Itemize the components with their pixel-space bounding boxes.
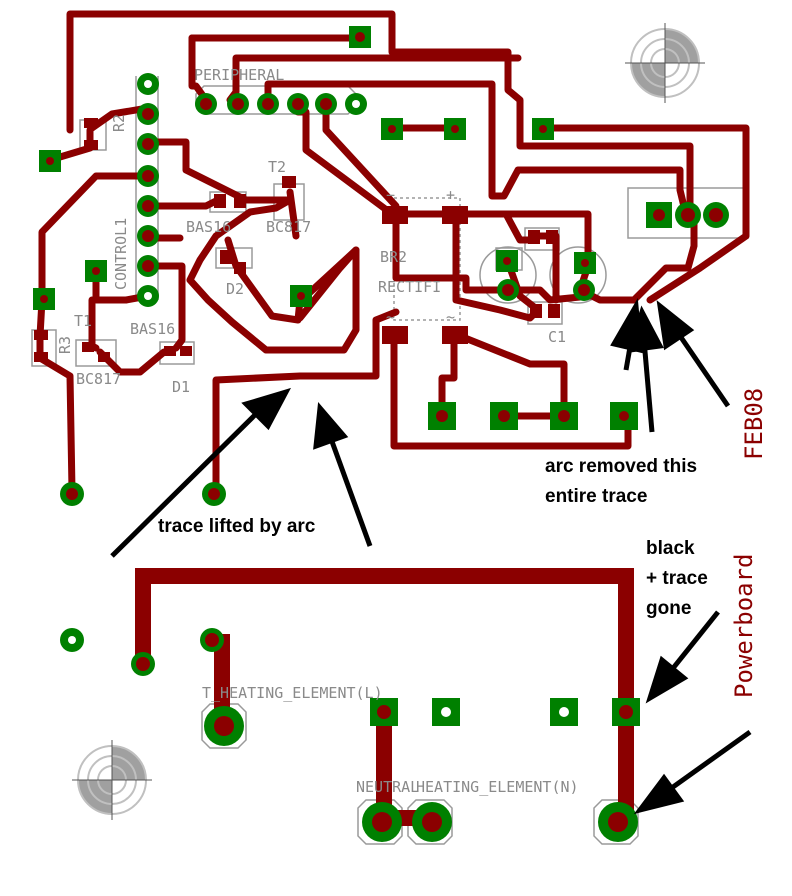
- label-ac2: ~: [446, 308, 455, 326]
- label-ac1: ~: [386, 308, 395, 326]
- label-t2: T2: [268, 158, 286, 176]
- label-d1: D1: [172, 378, 190, 396]
- label-d2: D2: [226, 280, 244, 298]
- label-rectifier: RECTIFI: [378, 278, 441, 296]
- board-label-feb08: FEB08: [740, 388, 768, 460]
- pads-bottom: [60, 628, 640, 842]
- arrow-icon: [633, 729, 752, 815]
- pads-top: [33, 26, 729, 506]
- silkscreen-labels: PERIPHERAL CONTROL1 R2 R3 T1 T2 BAS16 BA…: [56, 66, 579, 796]
- arrow-icon: [626, 305, 664, 433]
- label-heating-n: HEATING_ELEMENT(N): [416, 778, 579, 796]
- label-r3: R3: [56, 336, 74, 354]
- label-bc817-2: BC817: [266, 218, 311, 236]
- label-bas1: BAS16: [130, 320, 175, 338]
- label-t1: T1: [74, 312, 92, 330]
- label-bc817-1: BC817: [76, 370, 121, 388]
- arrow-icon: [110, 387, 292, 558]
- label-heating-l: T_HEATING_ELEMENT(L): [202, 684, 383, 702]
- annotation-black-2: + trace: [646, 568, 708, 589]
- label-peripheral: PERIPHERAL: [194, 66, 284, 84]
- annotation-removed-2: entire trace: [545, 486, 647, 507]
- arrow-icon: [656, 300, 731, 408]
- label-br2: BR2: [380, 248, 407, 266]
- label-r2: R2: [110, 114, 128, 132]
- label-c1: C1: [548, 328, 566, 346]
- fiducial-icon: [625, 23, 705, 103]
- arrow-icon: [645, 610, 720, 704]
- board-label-powerboard: Powerboard: [730, 554, 758, 699]
- arrow-icon: [313, 401, 373, 547]
- label-plus: +: [446, 186, 455, 204]
- annotation-trace-lifted: trace lifted by arc: [158, 516, 316, 537]
- annotation-black-1: black: [646, 538, 695, 559]
- label-minus: −: [386, 186, 395, 204]
- annotation-black-3: gone: [646, 598, 691, 619]
- label-neutral: NEUTRAL: [356, 778, 419, 796]
- label-bas2: BAS16: [186, 218, 231, 236]
- top-traces: [36, 10, 750, 500]
- fiducial-icon: [72, 740, 152, 820]
- label-control1: CONTROL1: [112, 218, 130, 290]
- annotations: trace lifted by arc arc removed this ent…: [158, 456, 708, 619]
- annotation-removed-1: arc removed this: [545, 456, 697, 477]
